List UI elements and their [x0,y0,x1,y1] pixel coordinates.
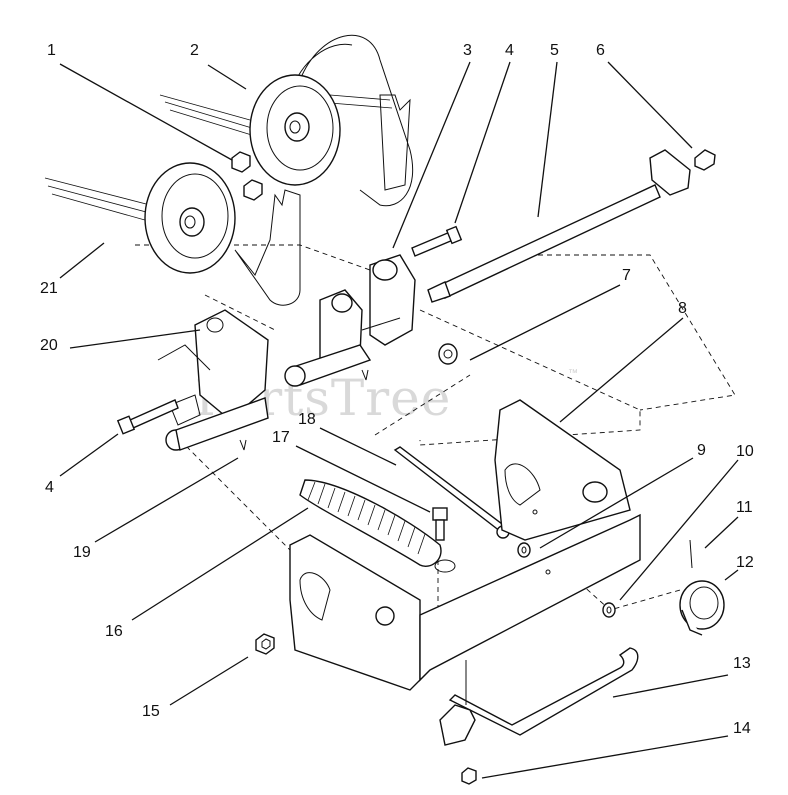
callout-19: 19 [73,544,91,561]
belt-upper [159,94,393,137]
bolt-17 [432,507,448,541]
callout-20: 20 [40,337,58,354]
callout-16: 16 [105,623,123,640]
callout-10: 10 [736,443,754,460]
callout-21: 21 [40,280,58,297]
bolt-lower [116,399,179,435]
nut-14 [461,767,477,785]
roll-pin-11 [689,539,693,569]
callout-6: 6 [596,42,605,59]
lift-plate [494,399,631,541]
washer-10 [602,602,616,618]
callout-3: 3 [463,42,472,59]
washer-9 [517,542,531,558]
callout-2: 2 [190,42,199,59]
callout-18: 18 [298,411,316,428]
bolt-6 [694,149,716,171]
callout-1: 1 [47,42,56,59]
pulley-lower [144,162,236,274]
callout-4-lower: 4 [45,479,54,496]
leader-lines [59,61,739,779]
lift-rod-13 [439,647,639,746]
pivot-tube [284,344,372,387]
pivot-shaft [427,149,691,303]
cotter-pin-19 [239,369,369,451]
idler-arm [157,309,269,451]
callout-9: 9 [697,442,706,459]
nut-1 [231,151,263,201]
callout-11: 11 [736,499,753,516]
callout-5: 5 [550,42,559,59]
watermark-trademark: ™ [568,368,578,379]
frame-bracket [289,513,641,691]
callout-14: 14 [733,720,751,737]
callout-15: 15 [142,703,160,720]
callout-4-upper: 4 [505,42,514,59]
idler-bracket [319,254,416,369]
callout-13: 13 [733,655,751,672]
callout-labels: 1 2 3 4 5 6 7 8 9 10 11 12 13 14 15 16 1… [40,42,754,737]
knob-12 [679,580,725,636]
belt-lower [44,177,153,223]
bolt-upper [411,225,463,257]
spring-16 [299,479,456,573]
pulley-upper [249,74,341,186]
belt-guide-upper [379,94,411,191]
callout-12: 12 [736,554,754,571]
callout-7: 7 [622,267,631,284]
callout-8: 8 [678,300,687,317]
bushing-7 [438,343,458,365]
nut-15 [255,633,275,655]
callout-17: 17 [272,429,290,446]
belt-guide-lower [234,189,301,306]
